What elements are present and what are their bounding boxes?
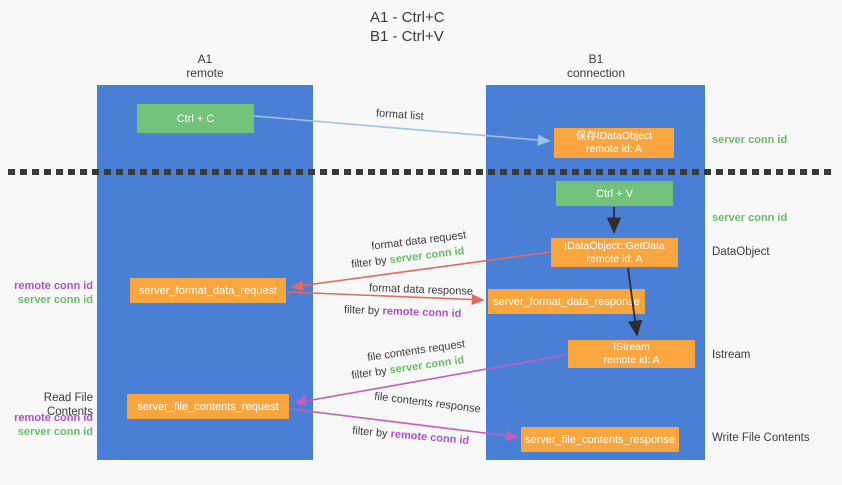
- column-a1-name: A1: [197, 52, 213, 66]
- node-ctrl-v: Ctrl + V: [556, 181, 673, 206]
- left-label-conn-ids-2: remote conn id server conn id: [0, 411, 93, 439]
- label-filter-by-remote-conn-id-2: filter by remote conn id: [351, 424, 470, 448]
- node-server-format-data-response: server_format_data_response: [488, 289, 645, 314]
- node-file-response-label: server_file_contents_response: [525, 433, 675, 446]
- node-ctrl-c-label: Ctrl + C: [176, 112, 215, 125]
- node-format-response-label: server_format_data_response: [493, 295, 640, 308]
- left-label-read-file-contents: Read File Contents: [43, 392, 93, 418]
- node-save-idataobject: 保存IDataObject remote id: A: [554, 128, 674, 158]
- column-header-a1: A1 remote: [145, 52, 265, 80]
- node-getdata-line1: IDataObject::GetData: [564, 239, 665, 252]
- node-file-request-label: server_file_contents_request: [137, 400, 279, 413]
- node-idataobject-getdata: IDataObject::GetData remote id: A: [551, 238, 678, 267]
- node-server-file-contents-request: server_file_contents_request: [127, 394, 289, 419]
- right-label-dataobject: DataObject: [712, 246, 770, 258]
- node-istream-line2: remote id: A: [603, 354, 660, 366]
- right-label-istream: Istream: [712, 349, 751, 361]
- column-header-b1: B1 connection: [536, 52, 656, 80]
- node-format-request-label: server_format_data_request: [138, 284, 278, 297]
- node-save-idataobject-line2: remote id: A: [585, 143, 643, 155]
- right-label-write-file-contents: Write File Contents: [712, 432, 810, 444]
- label-format-data-response: format data response: [368, 282, 474, 298]
- title-line2: B1 - Ctrl+V: [370, 28, 444, 45]
- column-b1-subtitle: connection: [566, 66, 626, 80]
- node-server-file-contents-response: server_file_contents_response: [521, 427, 679, 452]
- node-server-format-data-request: server_format_data_request: [130, 278, 286, 303]
- right-label-server-conn-id-1: server conn id: [712, 134, 788, 146]
- label-filter-by-server-conn-id-1: filter by server conn id: [350, 245, 466, 271]
- phase-divider-dotted-line: [8, 169, 836, 175]
- left-server-conn-id-2: server conn id: [17, 426, 93, 438]
- remote-conn-id-text: remote conn id: [390, 428, 470, 448]
- remote-conn-id-text: remote conn id: [382, 305, 462, 321]
- diagram-title: A1 - Ctrl+C B1 - Ctrl+V: [370, 8, 445, 46]
- title-line1: A1 - Ctrl+C: [370, 9, 445, 26]
- right-label-server-conn-id-2: server conn id: [712, 212, 788, 224]
- node-ctrl-v-label: Ctrl + V: [596, 187, 633, 200]
- left-remote-conn-id-1: remote conn id: [14, 280, 93, 292]
- node-ctrl-c: Ctrl + C: [137, 104, 254, 133]
- left-remote-conn-id-2: remote conn id: [14, 412, 93, 424]
- left-server-conn-id-1: server conn id: [17, 294, 93, 306]
- label-format-list: format list: [375, 107, 425, 123]
- node-save-idataobject-line1: 保存IDataObject: [575, 130, 653, 142]
- left-label-conn-ids-1: remote conn id server conn id: [0, 279, 93, 307]
- label-filter-by-remote-conn-id-1: filter by remote conn id: [343, 303, 462, 321]
- node-getdata-line2: remote id: A: [586, 252, 643, 265]
- node-istream-line1: IStream: [613, 341, 650, 353]
- label-file-contents-response: file contents response: [373, 390, 482, 416]
- node-istream: IStream remote id: A: [568, 340, 695, 368]
- column-a1-subtitle: remote: [186, 66, 224, 80]
- column-b1-name: B1: [588, 52, 604, 66]
